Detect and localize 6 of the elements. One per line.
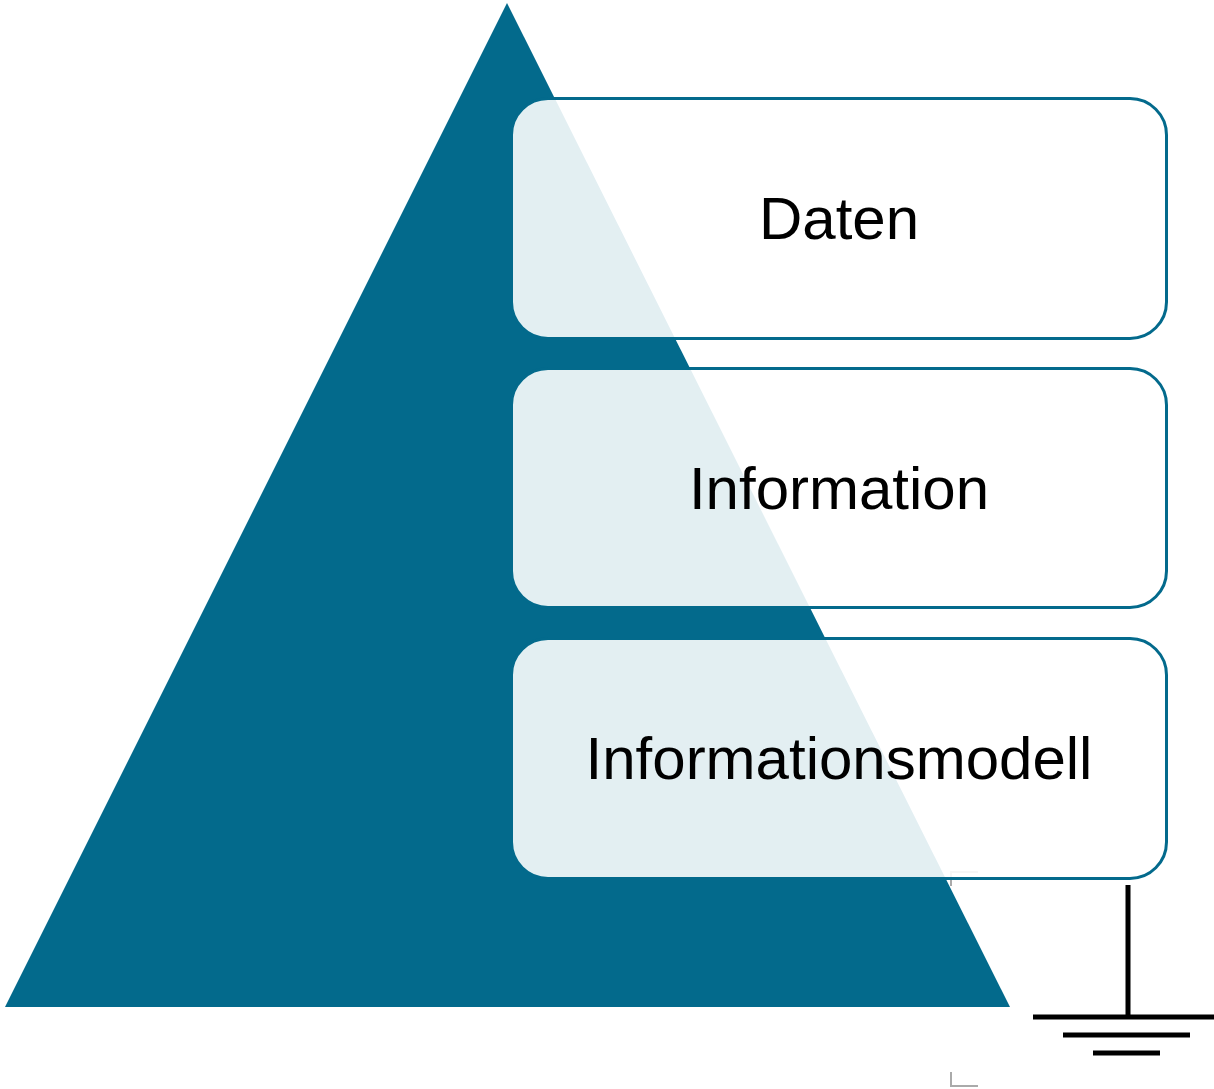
level-box [510,367,1168,609]
level-label: Informationsmodell [585,724,1093,793]
level-box [510,97,1168,340]
level-box [510,637,1168,880]
level-label: Information [688,453,990,523]
level-label: Daten [758,184,920,253]
